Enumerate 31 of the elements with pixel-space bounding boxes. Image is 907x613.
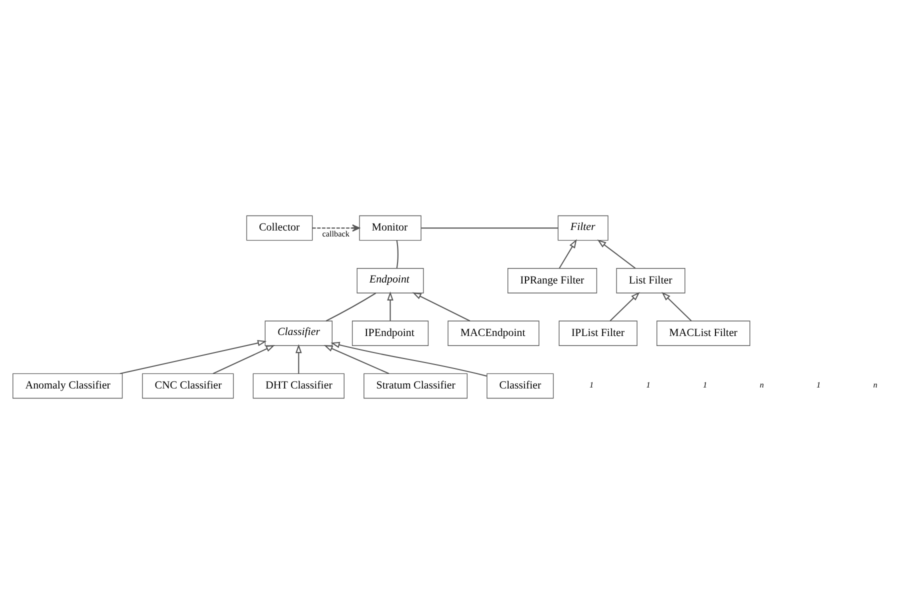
- node-box: CNC Classifier: [142, 372, 234, 398]
- node-box: Endpoint: [356, 268, 424, 293]
- arrow: [662, 291, 692, 321]
- node-box: Filter: [558, 214, 608, 240]
- arrow: [120, 339, 267, 374]
- arrow: [212, 344, 275, 374]
- arrow: [324, 344, 390, 374]
- arrow: [387, 290, 394, 320]
- arrow: [330, 341, 487, 376]
- arrow: [412, 292, 470, 321]
- arrow: [610, 291, 640, 321]
- arrow: [312, 224, 360, 232]
- node-box: Stratum Classifier: [364, 372, 468, 398]
- node-box: Classifier: [264, 320, 332, 346]
- node-box: Classifier: [486, 372, 554, 398]
- connector: [421, 227, 558, 228]
- node-box: Collector: [246, 214, 313, 240]
- arrow: [296, 344, 302, 374]
- connector: [326, 292, 376, 321]
- node-box: MACEndpoint: [448, 320, 540, 346]
- arrow: [597, 238, 636, 268]
- connector: [396, 240, 398, 268]
- node-box: IPRange Filter: [508, 268, 598, 293]
- node-box: Monitor: [359, 214, 422, 240]
- arrow: [558, 238, 577, 268]
- node-box: IPList Filter: [558, 320, 638, 346]
- node-box: MACList Filter: [656, 320, 750, 346]
- node-box: Anomaly Classifier: [12, 372, 123, 398]
- node-box: IPEndpoint: [352, 320, 429, 346]
- node-box: DHT Classifier: [252, 372, 344, 398]
- node-box: List Filter: [616, 268, 686, 293]
